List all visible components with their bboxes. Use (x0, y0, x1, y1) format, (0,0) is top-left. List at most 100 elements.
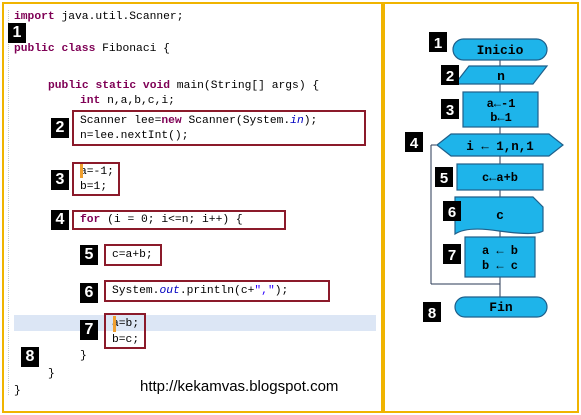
step-4-box (72, 210, 286, 230)
string-literal: "," (254, 285, 275, 297)
flow-badge-6-bg (443, 201, 461, 221)
keyword: for (80, 214, 101, 226)
flow-badge-5-bg (435, 167, 453, 187)
flow-end-label: Fin (489, 300, 513, 315)
code-text: Scanner lee= (80, 115, 162, 127)
flow-badge-2: 2 (446, 68, 454, 85)
keyword: public class (14, 43, 96, 55)
code-text: Fibonaci { (95, 43, 170, 55)
code-line-close-for: } (80, 349, 87, 363)
code-badge-1: 1 (8, 23, 26, 43)
code-line-class: public class Fibonaci { (14, 42, 170, 56)
code-text: java.util.Scanner; (54, 11, 184, 23)
keyword: int (80, 95, 101, 107)
flow-input-shape (453, 65, 549, 85)
step-6-box (104, 280, 330, 302)
code-line-sum: c=a+b; (112, 248, 153, 262)
flow-badge-2-bg (441, 65, 459, 85)
code-text: b=1; (80, 181, 108, 193)
flow-badge-6: 6 (448, 204, 456, 221)
flow-connectors (430, 60, 501, 297)
flow-badge-8: 8 (428, 305, 436, 322)
step-7-box (104, 313, 146, 349)
code-text: b=c; (112, 334, 140, 346)
code-text: n=lee.nextInt(); (80, 130, 189, 142)
code-text: c=a+b; (112, 249, 153, 261)
code-line-init-b: b=1; (80, 180, 107, 194)
flow-output-label: c (496, 208, 504, 223)
flow-sum-process (456, 163, 544, 191)
code-line-for: for (i = 0; i<=n; i++) { (80, 213, 243, 227)
flow-badge-7-bg (443, 244, 461, 264)
flow-badge-3-bg (441, 99, 459, 119)
code-line-init-a: a=-1; (80, 165, 114, 179)
flow-init-a: a←-1 (487, 97, 516, 111)
keyword: import (14, 11, 55, 23)
code-badge-4: 4 (51, 210, 69, 230)
step-2-box (72, 110, 366, 146)
code-text: .println(c+ (179, 285, 255, 297)
code-badge-8: 8 (21, 347, 39, 367)
panel-divider (381, 2, 385, 413)
code-text: a=-1; (80, 166, 114, 178)
code-text: main(String[] args) { (170, 80, 320, 92)
code-text: n,a,b,c,i; (100, 95, 175, 107)
flow-swap-process (464, 236, 536, 278)
flow-badge-4: 4 (410, 135, 419, 152)
flow-init-b: b←1 (490, 111, 512, 125)
code-line-read: n=lee.nextInt(); (80, 129, 188, 143)
flow-badge-8-bg (423, 302, 441, 322)
flow-swap-a: a ← b (482, 244, 518, 258)
code-line-declare: int n,a,b,c,i; (80, 94, 175, 108)
keyword: new (161, 115, 182, 127)
flow-badge-7: 7 (448, 247, 456, 264)
code-text: a=b; (112, 318, 140, 330)
code-badge-3: 3 (51, 170, 69, 190)
flow-badge-1: 1 (434, 35, 442, 52)
flow-start-terminal (452, 38, 548, 61)
code-line-swap-b: b=c; (112, 333, 139, 347)
flow-output-shape (454, 196, 544, 236)
flow-start-label: Inicio (477, 43, 524, 58)
code-badge-6: 6 (80, 283, 98, 303)
flowchart: Inicio n a←-1 b←1 i ← 1,n,1 c←a+b c a ← … (405, 32, 564, 322)
step-5-box (104, 244, 162, 266)
code-text: System. (112, 285, 160, 297)
flow-badge-1-bg (429, 32, 447, 52)
code-text: } (14, 385, 21, 397)
code-text: (i = 0; i<=n; i++) { (100, 214, 243, 226)
flow-loop-hexagon (436, 133, 564, 157)
code-text: ); (274, 285, 289, 297)
flow-end-terminal (454, 296, 548, 318)
flow-badge-4-bg (405, 132, 423, 152)
change-marker (80, 164, 83, 178)
code-line-close-main: } (48, 367, 55, 381)
code-line-scanner: Scanner lee=new Scanner(System.in); (80, 114, 317, 128)
keyword: public static void (48, 80, 171, 92)
code-line-swap-a: a=b; (112, 317, 139, 331)
flow-init-process (462, 91, 539, 128)
flow-badge-5: 5 (440, 170, 448, 187)
flow-swap-b: b ← c (482, 259, 518, 273)
code-badge-7: 7 (80, 320, 98, 340)
field-name: in (290, 115, 304, 127)
step-3-box (72, 162, 120, 196)
code-text: } (80, 350, 87, 362)
code-badge-2: 2 (51, 118, 69, 138)
code-badge-5: 5 (80, 245, 98, 265)
flow-sum-label: c←a+b (482, 171, 518, 185)
code-text: Scanner(System. (181, 115, 291, 127)
blog-url: http://kekamvas.blogspot.com (140, 378, 339, 395)
flow-loop-label: i ← 1,n,1 (466, 140, 534, 154)
code-text: ); (303, 115, 318, 127)
code-gutter (8, 10, 11, 395)
code-line-main: public static void main(String[] args) { (48, 79, 319, 93)
field-name: out (159, 285, 180, 297)
code-line-close-class: } (14, 384, 21, 398)
flow-badge-3: 3 (446, 102, 454, 119)
code-text: } (48, 368, 55, 380)
code-line-print: System.out.println(c+","); (112, 284, 288, 298)
code-line-import: import java.util.Scanner; (14, 10, 184, 24)
flow-input-label: n (497, 69, 505, 84)
